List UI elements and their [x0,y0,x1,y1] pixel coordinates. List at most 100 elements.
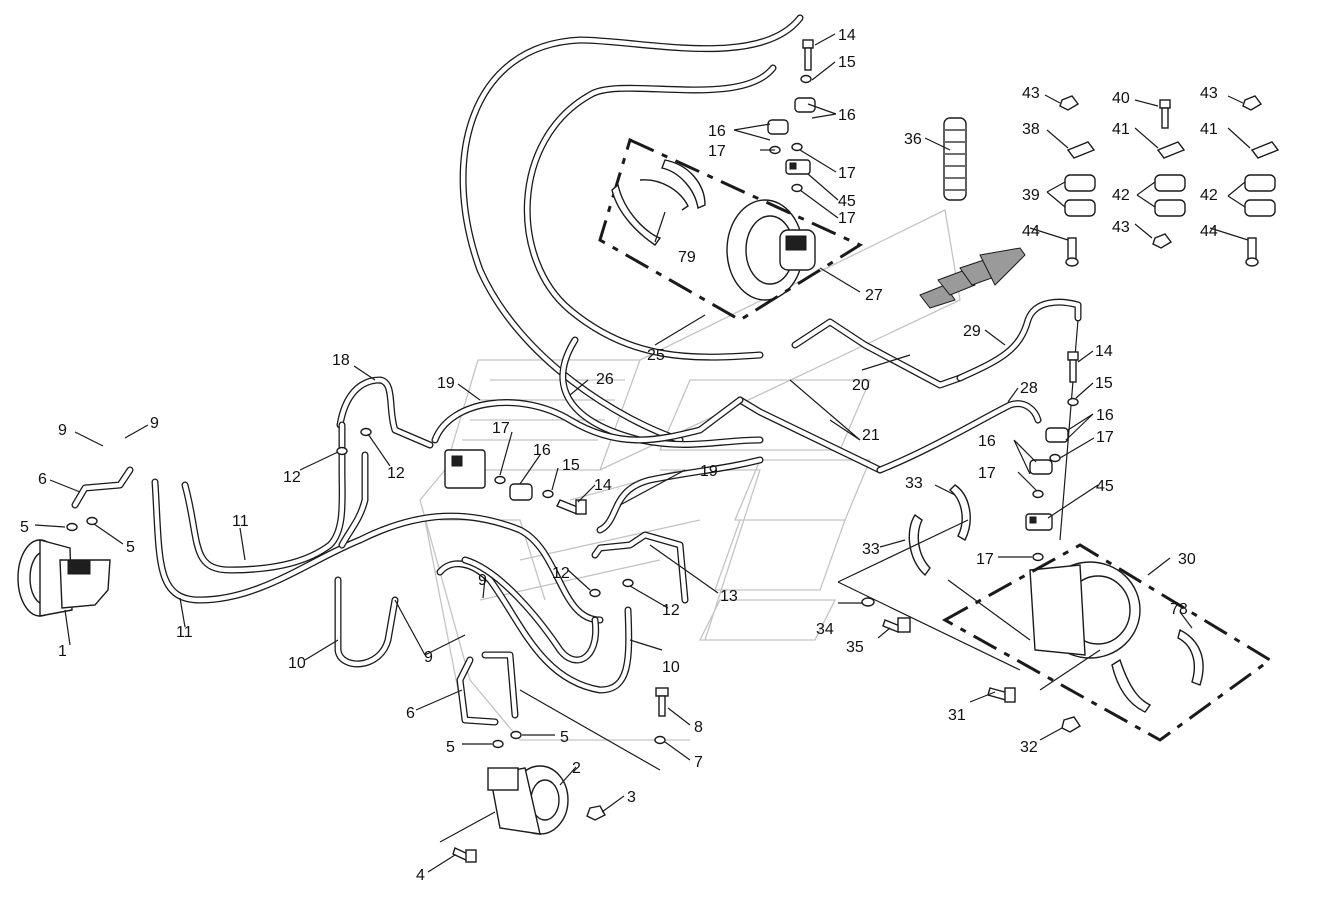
callout-35: 35 [846,639,864,656]
tube-20[interactable] [791,318,964,389]
callout-20: 20 [852,377,870,394]
bolt-14-mid[interactable] [556,499,587,515]
clamp-kit-left[interactable] [1059,95,1096,267]
callout-39: 39 [1022,187,1040,204]
callout-12: 12 [283,469,301,486]
brake-shoe-78[interactable] [1111,628,1204,713]
hose-26[interactable] [523,64,777,361]
callout-14: 14 [1095,343,1113,360]
motor-2[interactable] [487,765,569,835]
hose-28[interactable] [876,400,1042,474]
hose-19-lower[interactable] [596,456,764,534]
callout-9: 9 [150,415,159,432]
hose-10-mid[interactable] [461,556,600,664]
motor-upper[interactable] [726,199,816,301]
hose-18[interactable] [336,376,434,449]
tube-13[interactable] [591,531,689,604]
callout-44: 44 [1200,223,1218,240]
callout-28: 28 [1020,380,1038,397]
group-27-frame [598,137,864,322]
callout-43: 43 [1112,219,1130,236]
callout-40: 40 [1112,90,1130,107]
tube-6-left[interactable] [71,466,134,509]
callout-5: 5 [126,539,135,556]
callout-38: 38 [1022,121,1040,138]
callout-2: 2 [572,760,581,777]
callout-43: 43 [1200,85,1218,102]
callout-33: 33 [905,475,923,492]
clamp-45-lower[interactable] [1025,513,1053,531]
washer-34[interactable] [861,597,875,607]
clamp-16-upper[interactable] [767,97,816,135]
bolt-31[interactable] [987,687,1016,703]
callout-16: 16 [838,107,856,124]
callout-79: 79 [678,249,696,266]
callout-19: 19 [437,375,455,392]
callout-19: 19 [700,463,718,480]
bolt-14-right[interactable] [1067,351,1079,383]
callout-3: 3 [627,789,636,806]
brake-shoe-79[interactable] [611,159,706,246]
callout-9: 9 [478,572,487,589]
bolt-35[interactable] [882,617,911,633]
hose-10-right[interactable] [436,560,633,694]
clamp-kit-right[interactable] [1242,95,1280,267]
callout-42: 42 [1200,187,1218,204]
callout-12: 12 [552,565,570,582]
clamp-16-right[interactable] [1029,427,1069,475]
tube-6-lower[interactable] [456,651,519,726]
callout-4: 4 [416,867,425,884]
callout-16: 16 [978,433,996,450]
callout-17: 17 [1096,429,1114,446]
hose-25[interactable] [459,14,804,444]
callout-29: 29 [963,323,981,340]
motor-1[interactable] [17,539,111,617]
hose-19[interactable] [431,396,744,444]
clamp-45-upper[interactable] [785,159,811,175]
hose-29[interactable] [956,298,1082,382]
callout-15: 15 [562,457,580,474]
bolt-14-upper[interactable] [802,39,814,71]
callout-42: 42 [1112,187,1130,204]
clamp-16-mid[interactable] [509,483,533,501]
callout-1: 1 [58,643,67,660]
callout-15: 15 [838,54,856,71]
callout-12: 12 [387,465,405,482]
hose-10-left[interactable] [334,576,399,668]
callout-45: 45 [1096,478,1114,495]
bolt-8[interactable] [655,687,669,717]
clamp-kit-mid[interactable] [1152,99,1186,249]
callout-26: 26 [596,371,614,388]
hose-11-outer[interactable] [151,478,604,624]
callout-8: 8 [694,719,703,736]
callout-16: 16 [1096,407,1114,424]
callout-32: 32 [1020,739,1038,756]
motor-30[interactable] [1029,561,1141,659]
callout-6: 6 [38,471,47,488]
hose-11-tail[interactable] [338,451,369,549]
callout-44: 44 [1022,223,1040,240]
nut-3[interactable] [586,805,606,821]
hose-11-inner[interactable] [181,421,346,574]
callout-17: 17 [976,551,994,568]
leader-lines [34,33,1251,873]
callout-5: 5 [446,739,455,756]
callout-10: 10 [288,655,306,672]
callout-17: 17 [838,210,856,227]
callout-30: 30 [1178,551,1196,568]
callout-15: 15 [1095,375,1113,392]
hose-sleeve-36[interactable] [943,117,967,201]
callout-16: 16 [533,442,551,459]
brake-segment-33b[interactable] [908,514,931,577]
callout-5: 5 [20,519,29,536]
bolt-4[interactable] [452,847,477,863]
callout-11: 11 [176,624,193,641]
callout-17: 17 [838,165,856,182]
brake-segment-33a[interactable] [948,484,971,541]
tube-21[interactable] [736,396,884,474]
nut-32[interactable] [1061,716,1081,733]
callout-45: 45 [838,193,856,210]
callouts: 1 2 3 4 5 5 5 5 6 6 7 8 9 9 9 9 10 10 11… [20,27,1218,884]
valve-block[interactable] [444,449,486,489]
